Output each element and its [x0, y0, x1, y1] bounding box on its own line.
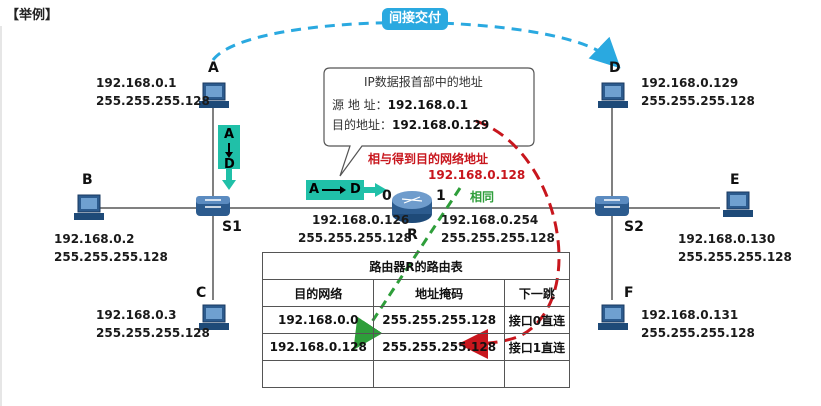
and-result-label: 相与得到目的网络地址 [368, 152, 489, 166]
host-e-mask: 255.255.255.128 [678, 250, 792, 264]
col-header-next-hop: 下一跳 [503, 279, 571, 307]
callout-dst-label: 目的地址： [332, 118, 393, 132]
horizontal-flow-d: D [350, 182, 361, 197]
table-cell: 接口0直连 [503, 306, 571, 334]
table-cell [261, 360, 375, 388]
switch-icon [196, 196, 230, 216]
host-b-mask: 255.255.255.128 [54, 250, 168, 264]
routing-table-title: 路由器R的路由表 [262, 252, 570, 280]
host-c-ip: 192.168.0.3 [96, 308, 177, 322]
host-b-ip: 192.168.0.2 [54, 232, 135, 246]
col-header-dest: 目的网络 [261, 279, 375, 307]
routing-table: 路由器R的路由表 目的网络 地址掩码 下一跳 192.168.0.0 255.2… [261, 252, 571, 388]
example-label: 【举例】 [6, 8, 59, 23]
host-e-ip: 192.168.0.130 [678, 232, 776, 246]
host-a-ip: 192.168.0.1 [96, 76, 177, 90]
computer-icon-a [199, 82, 229, 108]
indirect-delivery-badge: 间接交付 [382, 8, 448, 30]
computer-icon-b [74, 194, 104, 220]
router-port1-ip: 192.168.0.254 [441, 213, 539, 227]
switch-s2-label: S2 [624, 219, 644, 235]
col-header-mask: 地址掩码 [373, 279, 505, 307]
callout-src-value: 192.168.0.1 [387, 98, 469, 112]
table-cell [503, 360, 571, 388]
table-cell: 255.255.255.128 [373, 333, 505, 361]
callout-dst: 目的地址：192.168.0.129 [332, 116, 489, 133]
switch-s1-label: S1 [222, 219, 242, 235]
host-a-mask: 255.255.255.128 [96, 94, 210, 108]
host-e-name: E [730, 172, 740, 188]
router-port0-mask: 255.255.255.128 [298, 231, 412, 245]
routing-table-header-row: 目的网络 地址掩码 下一跳 [261, 279, 571, 307]
vertical-flow-a: A [224, 127, 235, 142]
router-label: R [407, 227, 418, 243]
table-row: 192.168.0.128 255.255.255.128 接口1直连 [261, 333, 571, 361]
computer-icon-d [598, 82, 628, 108]
table-row: 192.168.0.0 255.255.255.128 接口0直连 [261, 306, 571, 334]
computer-icon-f [598, 304, 628, 330]
router-icon [392, 191, 432, 223]
table-row [261, 360, 571, 388]
callout-bubble [323, 67, 535, 177]
table-cell: 192.168.0.0 [261, 306, 375, 334]
vertical-flow-d: D [224, 157, 235, 172]
host-d-name: D [609, 60, 621, 76]
table-cell: 255.255.255.128 [373, 306, 505, 334]
callout-dst-value: 192.168.0.129 [392, 118, 490, 132]
host-a-name: A [208, 60, 219, 76]
host-c-mask: 255.255.255.128 [96, 326, 210, 340]
host-b-name: B [82, 172, 93, 188]
callout-title: IP数据报首部中的地址 [364, 75, 483, 89]
host-d-mask: 255.255.255.128 [641, 94, 755, 108]
table-cell: 192.168.0.128 [261, 333, 375, 361]
host-f-ip: 192.168.0.131 [641, 308, 739, 322]
router-port1-mask: 255.255.255.128 [441, 231, 555, 245]
router-port0-ip: 192.168.0.126 [312, 213, 410, 227]
callout-src: 源 地 址：192.168.0.1 [332, 96, 468, 113]
table-cell: 接口1直连 [503, 333, 571, 361]
host-d-ip: 192.168.0.129 [641, 76, 739, 90]
callout-src-label: 源 地 址： [332, 98, 388, 112]
host-f-name: F [624, 285, 634, 301]
host-c-name: C [196, 285, 207, 301]
and-result-value: 192.168.0.128 [428, 168, 526, 182]
table-cell [373, 360, 505, 388]
host-f-mask: 255.255.255.128 [641, 326, 755, 340]
computer-icon-e [723, 191, 753, 217]
router-port1-label: 1 [436, 188, 446, 204]
match-label: 相同 [470, 190, 495, 204]
horizontal-flow-a: A [309, 182, 320, 197]
router-port0-label: 0 [382, 188, 392, 204]
indirect-delivery-arc [211, 21, 621, 69]
switch-icon [595, 196, 629, 216]
computer-icon-c [199, 304, 229, 330]
